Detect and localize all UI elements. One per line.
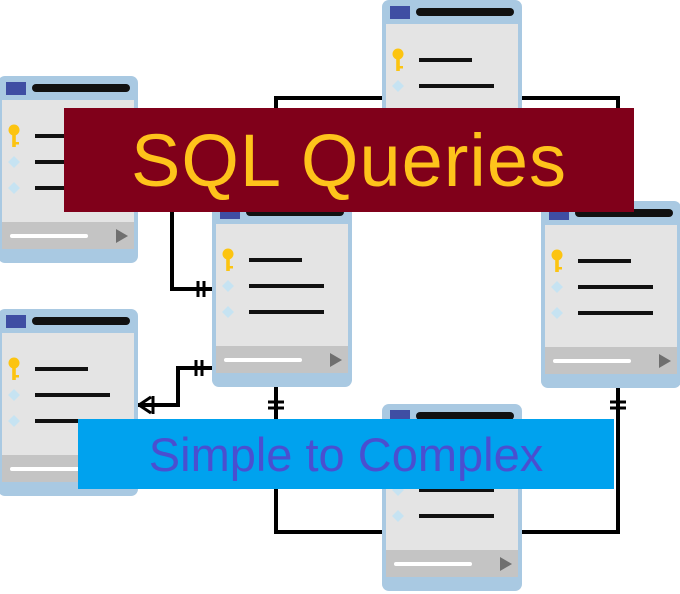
key-icon-tooth <box>15 142 19 145</box>
diamond-icon <box>8 156 20 168</box>
play-icon <box>500 557 512 571</box>
title-banner: SQL Queries <box>64 108 634 212</box>
key-icon-tooth <box>558 267 562 270</box>
diamond-icon <box>551 307 563 319</box>
table-icon <box>6 315 26 328</box>
subtitle-text: Simple to Complex <box>148 427 544 481</box>
table-icon <box>6 82 26 95</box>
key-icon-shaft <box>12 367 16 380</box>
diamond-icon <box>551 281 563 293</box>
play-icon <box>330 353 342 367</box>
key-icon-head <box>8 124 20 136</box>
key-icon-tooth <box>399 66 403 69</box>
key-icon-shaft <box>555 259 559 272</box>
diamond-icon <box>8 182 20 194</box>
key-icon <box>222 248 234 271</box>
key-icon-tooth <box>15 375 19 378</box>
diamond-icon <box>222 280 234 292</box>
diamond-icon <box>392 80 404 92</box>
key-icon-tooth <box>229 266 233 269</box>
crow-foot-lower <box>138 403 152 415</box>
crow-foot-marker <box>138 395 155 415</box>
diamond-icon <box>8 415 20 427</box>
key-icon <box>392 48 404 71</box>
key-icon <box>8 124 20 147</box>
play-icon <box>116 229 128 243</box>
table-icon <box>390 6 410 19</box>
diamond-icon <box>392 510 404 522</box>
one-marker <box>194 360 204 376</box>
diamond-icon <box>8 389 20 401</box>
key-icon-shaft <box>226 258 230 271</box>
key-icon-head <box>222 248 234 260</box>
one-marker <box>268 400 284 410</box>
title-text: SQL Queries <box>131 118 567 202</box>
diamond-icon <box>222 306 234 318</box>
crow-foot-upper <box>138 395 152 407</box>
subtitle-banner: Simple to Complex <box>78 419 614 489</box>
key-icon-head <box>8 357 20 369</box>
one-marker <box>196 281 206 297</box>
connector-right-to-bottom <box>522 387 620 534</box>
one-marker <box>610 400 626 410</box>
connector-left-top-to-center <box>170 205 212 291</box>
key-icon-shaft <box>12 134 16 147</box>
key-icon-shaft <box>396 58 400 71</box>
key-icon <box>551 249 563 272</box>
table-card-right <box>541 201 680 388</box>
key-icon-head <box>392 48 404 60</box>
key-icon <box>8 357 20 380</box>
key-icon-head <box>551 249 563 261</box>
play-icon <box>659 354 671 368</box>
table-card-center <box>212 200 352 387</box>
